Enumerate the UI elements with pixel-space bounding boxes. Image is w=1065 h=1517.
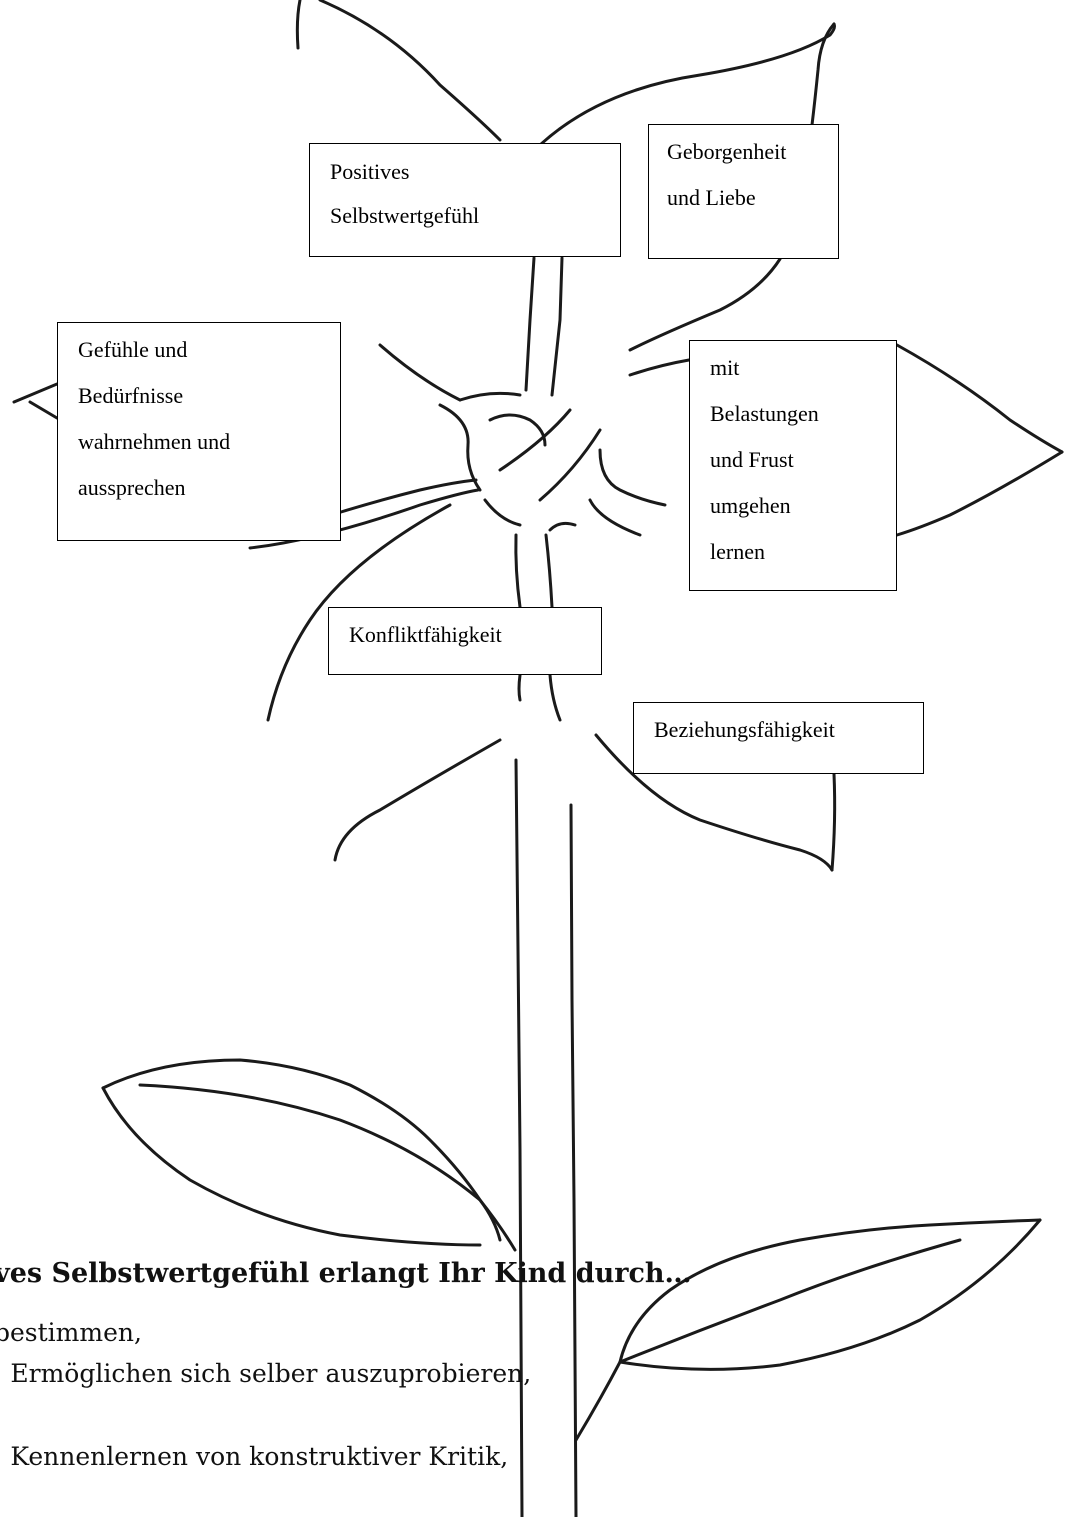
stem-below-konflikt-left (517, 673, 522, 702)
petal-beziehung-top (830, 772, 837, 872)
label-text: Gefühle und (78, 337, 188, 362)
label-text: Selbstwertgefühl (330, 203, 480, 228)
label-text: Beziehungsfähigkeit (654, 717, 835, 742)
long-stem-left (514, 758, 524, 1517)
leaf-lower-left-bottom (101, 1086, 482, 1247)
petal-top-left-outline (318, 0, 502, 142)
petal-right-inner (628, 358, 691, 377)
list-item: bestimmen, (0, 1318, 142, 1347)
label-text: und Frust (710, 447, 794, 472)
bottom-heading: ves Selbstwertgefühl erlangt Ihr Kind du… (0, 1258, 692, 1289)
petal-left-upper (378, 343, 462, 402)
center-knot-c (488, 413, 547, 447)
list-item: , (0, 1400, 2, 1429)
center-knot-g (548, 521, 577, 532)
center-knot-d (598, 448, 667, 507)
mid-stem-left (514, 533, 522, 609)
label-text: aussprechen (78, 475, 186, 500)
petal-left-tip2 (28, 400, 59, 420)
leaf-lower-right-top (618, 1218, 1042, 1364)
center-knot-e (588, 498, 642, 537)
center-stem-diagonal (498, 408, 572, 472)
center-stem-diagonal2 (538, 428, 602, 502)
leaf-lower-left-vein (138, 1083, 517, 1252)
petal-right-lower (895, 450, 1064, 537)
petal-left-bottom (248, 488, 480, 550)
petal-lower-left-2 (333, 738, 502, 862)
label-text: Belastungen (710, 401, 819, 426)
upper-stem-left (524, 256, 536, 392)
petal-left-lower (339, 478, 478, 514)
center-knot-f (483, 498, 522, 527)
petal-right (895, 343, 1064, 454)
label-text: Geborgenheit (667, 139, 787, 164)
label-konfliktfaehigkeit: Konfliktfähigkeit (328, 607, 602, 675)
leaf-lower-right-vein (618, 1238, 962, 1364)
label-text: Bedürfnisse (78, 383, 184, 408)
label-text: Konfliktfähigkeit (349, 622, 502, 647)
leaf-lower-right-bottom (618, 1218, 1042, 1371)
label-geborgenheit-und-liebe: Geborgenheit und Liebe (648, 124, 839, 259)
label-positives-selbstwertgefuehl: Positives Selbstwertgefühl (309, 143, 621, 257)
list-item: : Kennenlernen von konstruktiver Kritik, (0, 1442, 509, 1471)
label-text: und Liebe (667, 185, 756, 210)
leaf-lower-right-stem (574, 1360, 622, 1442)
label-text: umgehen (710, 493, 791, 518)
center-knot-a (438, 403, 482, 492)
label-text: wahrnehmen und (78, 429, 231, 454)
petal-top-left (295, 0, 302, 50)
label-text: lernen (710, 539, 765, 564)
petal-lower-left (266, 503, 452, 722)
label-gefuehle-und-beduerfnisse: Gefühle und Bedürfnisse wahrnehmen und a… (57, 322, 341, 541)
petal-left-tip (12, 382, 59, 404)
mid-stem-right (544, 533, 554, 609)
petal-top-right (538, 22, 836, 147)
long-stem-right (569, 803, 578, 1517)
petal-top-right-stem (810, 22, 836, 127)
upper-stem-right (550, 256, 564, 397)
petal-beziehung (594, 733, 834, 872)
label-belastungen-und-frust: mit Belastungen und Frust umgehen lernen (689, 340, 897, 591)
label-beziehungsfaehigkeit: Beziehungsfähigkeit (633, 702, 924, 774)
list-item: : Ermöglichen sich selber auszuprobieren… (0, 1359, 532, 1388)
center-knot-b (458, 391, 522, 402)
label-text: mit (710, 355, 740, 380)
petal-right-upper (628, 257, 782, 352)
label-text: Positives (330, 159, 410, 184)
stem-below-konflikt-right (548, 673, 562, 722)
